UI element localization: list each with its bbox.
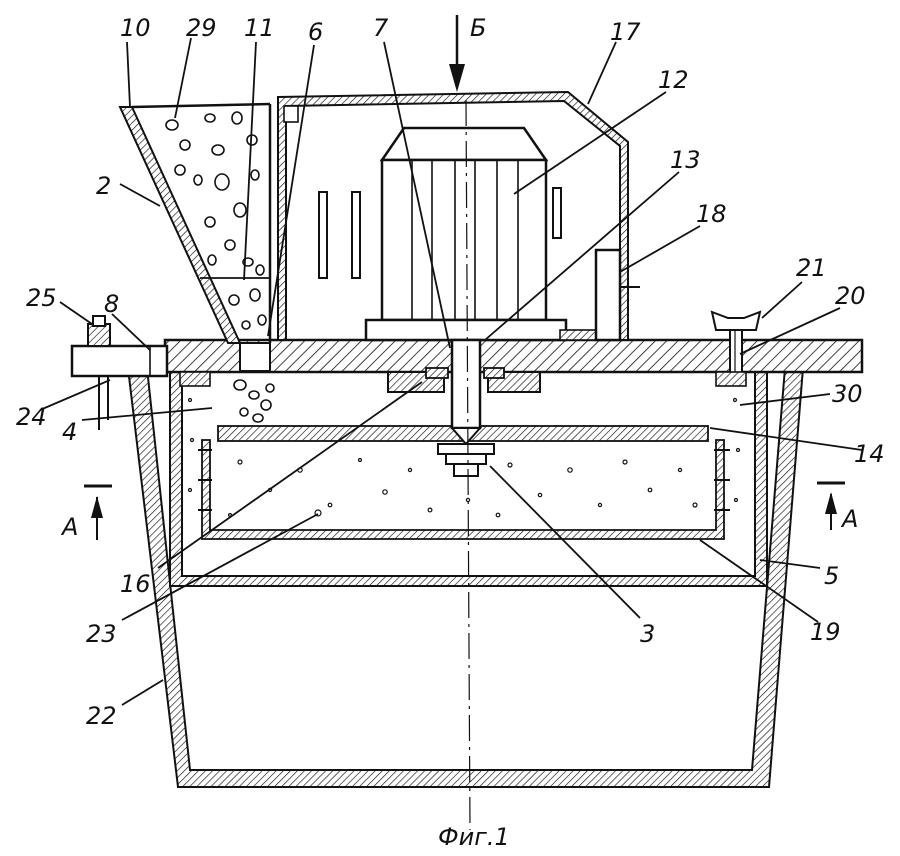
view-label-b: Б	[470, 14, 486, 42]
abrasive-fill-23	[228, 457, 698, 518]
label-23: 23	[86, 620, 117, 648]
label-4: 4	[62, 418, 77, 446]
label-21: 21	[796, 254, 827, 282]
label-19: 19	[810, 618, 841, 646]
label-3: 3	[640, 620, 655, 648]
label-6: 6	[308, 18, 323, 46]
label-7: 7	[373, 14, 389, 42]
clamp-ribs	[179, 371, 747, 387]
granules-29	[165, 111, 275, 423]
label-11: 11	[244, 14, 275, 42]
figure-caption: Фиг.1	[438, 823, 510, 851]
label-8: 8	[104, 290, 119, 318]
fins-30	[198, 449, 730, 511]
reference-labels: 10 29 11 6 7 17 12 13 18 2 21 20 25 8 24…	[16, 14, 885, 730]
label-5: 5	[824, 562, 839, 590]
section-arrow-left: А	[60, 484, 112, 541]
motor-12	[364, 126, 597, 342]
label-13: 13	[670, 146, 701, 174]
section-arrow-right: А	[817, 481, 858, 533]
vent-slots	[318, 187, 562, 279]
hopper-2	[118, 102, 272, 372]
leader-lines	[39, 37, 863, 706]
label-17: 17	[610, 18, 641, 46]
switch-18	[594, 248, 622, 342]
label-16: 16	[120, 570, 151, 598]
label-20: 20	[835, 282, 866, 310]
section-label-right: А	[840, 505, 858, 533]
label-30: 30	[832, 380, 863, 408]
view-arrow-b: Б	[449, 14, 486, 92]
gap-fill	[187, 397, 741, 503]
label-14: 14	[854, 440, 885, 468]
label-29: 29	[186, 14, 217, 42]
label-24: 24	[16, 403, 47, 431]
label-25: 25	[26, 284, 57, 312]
shaft-13	[387, 338, 541, 477]
label-22: 22	[86, 702, 117, 730]
section-label-left: А	[60, 513, 78, 541]
label-18: 18	[696, 200, 727, 228]
label-12: 12	[658, 66, 689, 94]
center-axis	[465, 99, 471, 831]
label-2: 2	[96, 172, 111, 200]
label-10: 10	[120, 14, 151, 42]
wing-nut-21	[710, 310, 762, 383]
housing-17	[277, 90, 640, 341]
